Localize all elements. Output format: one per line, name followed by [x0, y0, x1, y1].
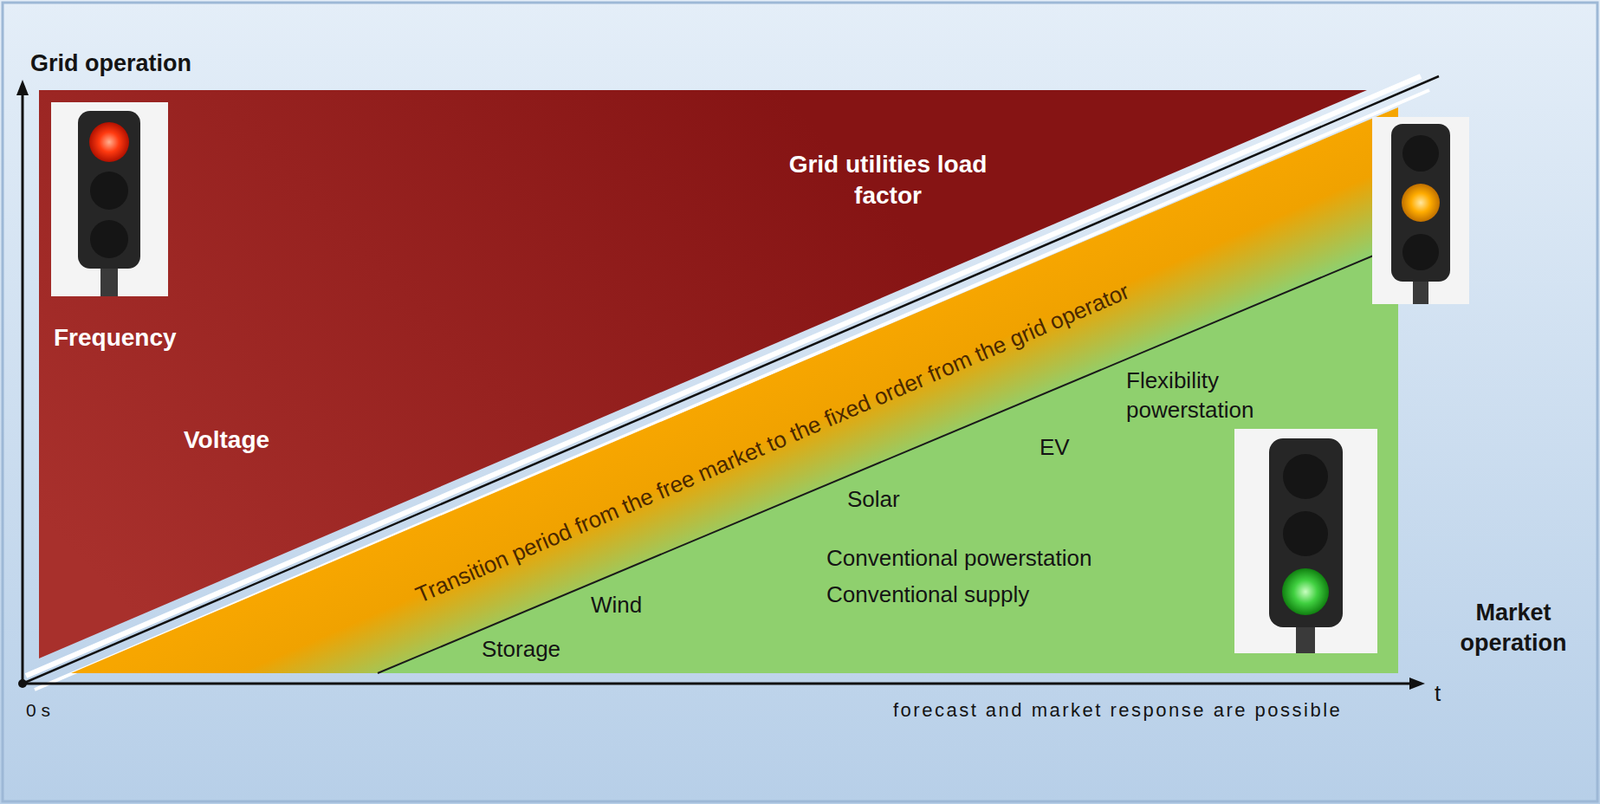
- diagonal-line: [22, 76, 1439, 684]
- lamp-off: [1402, 135, 1439, 172]
- traffic-light-yellow: [1372, 116, 1470, 305]
- region-label: Conventional supply: [826, 580, 1030, 610]
- lamp-off: [90, 220, 129, 259]
- photo-frame: [1234, 428, 1378, 654]
- lamp-off: [1402, 233, 1439, 271]
- region-label: Frequency: [53, 322, 177, 354]
- axis-tick: 0 s: [25, 698, 51, 722]
- axis-arrowhead: [1409, 677, 1426, 690]
- light-pole: [1295, 623, 1315, 654]
- diagonal-stripe: [25, 76, 1421, 676]
- lamp-off: [90, 171, 129, 210]
- y-axis: [21, 90, 25, 684]
- region-label: Conventional powerstation: [826, 544, 1092, 574]
- region-label: Storage: [481, 634, 561, 665]
- axis-origin: [18, 679, 27, 688]
- photo-frame: [51, 102, 169, 297]
- region-label: Grid utilities load factor: [783, 148, 992, 213]
- axis-label: Market operation: [1448, 597, 1579, 659]
- region-label: EV: [1039, 433, 1070, 463]
- lamp-off: [1282, 453, 1328, 499]
- axis-label: t: [1434, 679, 1441, 709]
- light-housing: [1269, 438, 1343, 628]
- lamp-off: [1282, 511, 1328, 557]
- x-axis: [22, 682, 1413, 686]
- region-fill: [377, 245, 1399, 674]
- photo-frame: [1372, 116, 1470, 305]
- region-label: Voltage: [183, 424, 270, 456]
- region-label: Solar: [847, 485, 901, 515]
- lamp-lit: [1401, 183, 1440, 222]
- traffic-light-red: [51, 102, 169, 297]
- traffic-light-green: [1234, 428, 1378, 654]
- axis-arrowhead: [16, 79, 29, 96]
- region-label: Flexibility powerstation: [1126, 366, 1291, 426]
- axis-note: forecast and market response are possibl…: [893, 698, 1342, 724]
- region-label: Wind: [590, 590, 642, 621]
- axis-label: Grid operation: [30, 48, 192, 79]
- light-housing: [1391, 123, 1451, 282]
- light-housing: [77, 110, 141, 269]
- diagonal-stripe: [34, 90, 1430, 690]
- lamp-lit: [1282, 568, 1329, 616]
- region-border: [377, 245, 1399, 674]
- region-fill: [71, 107, 1399, 674]
- lamp-lit: [89, 122, 130, 162]
